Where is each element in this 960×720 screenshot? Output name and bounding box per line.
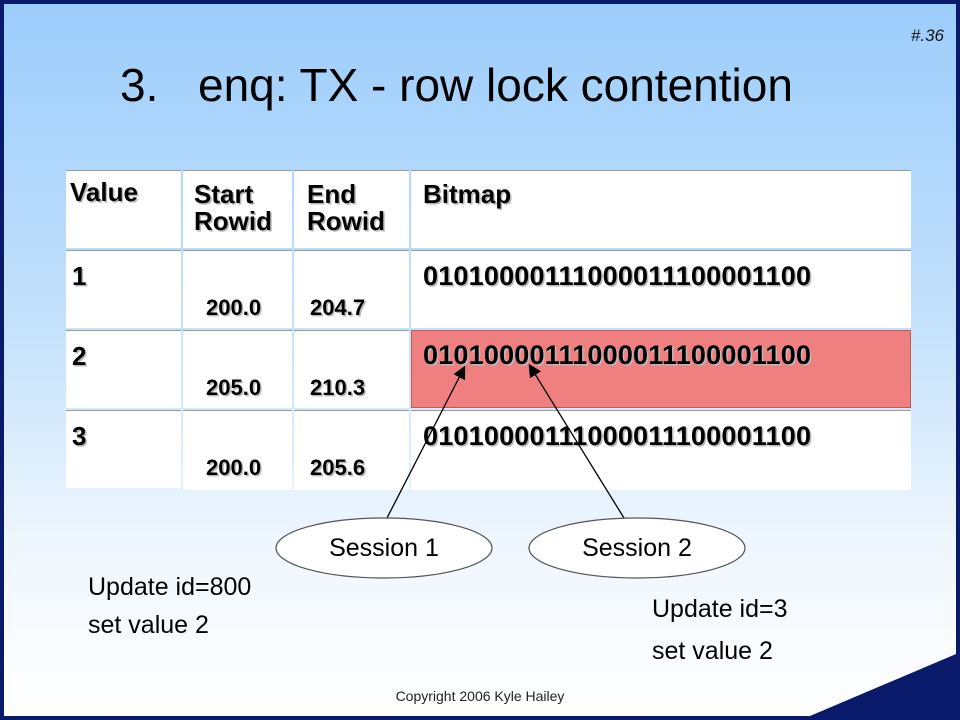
row-3-end-rowid: 205.6 <box>310 455 366 480</box>
header-value: Value <box>70 177 138 207</box>
header-end-rowid-line1: End <box>307 179 357 209</box>
session-1-note-line1: Update id=800 <box>88 573 252 601</box>
row-1-end-rowid: 204.7 <box>310 295 366 320</box>
row-2-bitmap: 01010000111000011100001100 <box>423 340 812 370</box>
table-row-3-end-cell: 205.6 <box>294 410 409 490</box>
session-2-note-line1: Update id=3 <box>652 595 788 623</box>
table-row-3-value-cell: 3 <box>66 410 181 488</box>
row-2-start-rowid: 205.0 <box>206 375 262 400</box>
session-1-ellipse <box>275 517 493 579</box>
corner-decoration <box>810 654 956 716</box>
title-number: 3. <box>120 59 159 111</box>
row-3-bitmap: 01010000111000011100001100 <box>423 421 812 451</box>
header-bitmap: Bitmap <box>423 179 512 209</box>
session-1-note-line2: set value 2 <box>88 611 209 639</box>
table-row-3-start-cell: 200.0 <box>183 410 292 490</box>
table-row-1-start-cell: 200.0 <box>183 250 292 328</box>
table-row-2-start-cell: 205.0 <box>183 330 292 408</box>
session-2-note: Update id=3 set value 2 <box>652 588 788 672</box>
session-2-ellipse <box>528 517 746 579</box>
table-row-1-end-cell: 204.7 <box>294 250 409 328</box>
title-text: enq: TX - row lock contention <box>198 59 793 111</box>
annotation-overlay <box>275 363 746 579</box>
header-end-rowid-line2: Rowid <box>307 206 385 236</box>
row-3-start-rowid: 200.0 <box>206 455 262 480</box>
copyright-footer: Copyright 2006 Kyle Hailey <box>395 688 565 704</box>
row-2-end-rowid: 210.3 <box>310 375 366 400</box>
table-row-2-value-cell: 2 <box>66 330 181 408</box>
row-1-bitmap: 01010000111000011100001100 <box>423 261 812 291</box>
header-cell-start-rowid: Start Rowid <box>183 170 292 248</box>
header-start-rowid-line1: Start <box>194 179 254 209</box>
table-row-2-bitmap-cell-highlighted: 01010000111000011100001100 <box>411 330 911 408</box>
slide-number: #.36 <box>910 26 944 45</box>
row-1-value: 1 <box>72 261 87 291</box>
session-2-arrow <box>528 363 625 519</box>
session-1-label: Session 1 <box>329 534 439 562</box>
table-row-2-end-cell: 210.3 <box>294 330 409 408</box>
session-2-label: Session 2 <box>582 534 692 562</box>
header-cell-bitmap: Bitmap <box>411 170 911 248</box>
session-2-note-line2: set value 2 <box>652 637 773 665</box>
header-cell-end-rowid: End Rowid <box>294 170 409 248</box>
page-title: 3. enq: TX - row lock contention <box>120 58 793 112</box>
table-row-1-value-cell: 1 <box>66 250 181 328</box>
table-row-3-bitmap-cell: 01010000111000011100001100 <box>411 410 911 490</box>
header-start-rowid-line2: Rowid <box>194 206 272 236</box>
table-row-1-bitmap-cell: 01010000111000011100001100 <box>411 250 911 328</box>
session-1-note: Update id=800 set value 2 <box>88 568 251 644</box>
header-cell-value: Value <box>66 170 181 248</box>
row-2-value: 2 <box>72 341 87 371</box>
session-1-arrow <box>386 365 466 519</box>
row-3-value: 3 <box>72 421 87 451</box>
row-1-start-rowid: 200.0 <box>206 295 262 320</box>
bitmap-index-table: Value Start Rowid End Rowid Bitmap 1 200… <box>66 170 911 490</box>
slide: #.36 3. enq: TX - row lock contention Val… <box>4 4 956 716</box>
